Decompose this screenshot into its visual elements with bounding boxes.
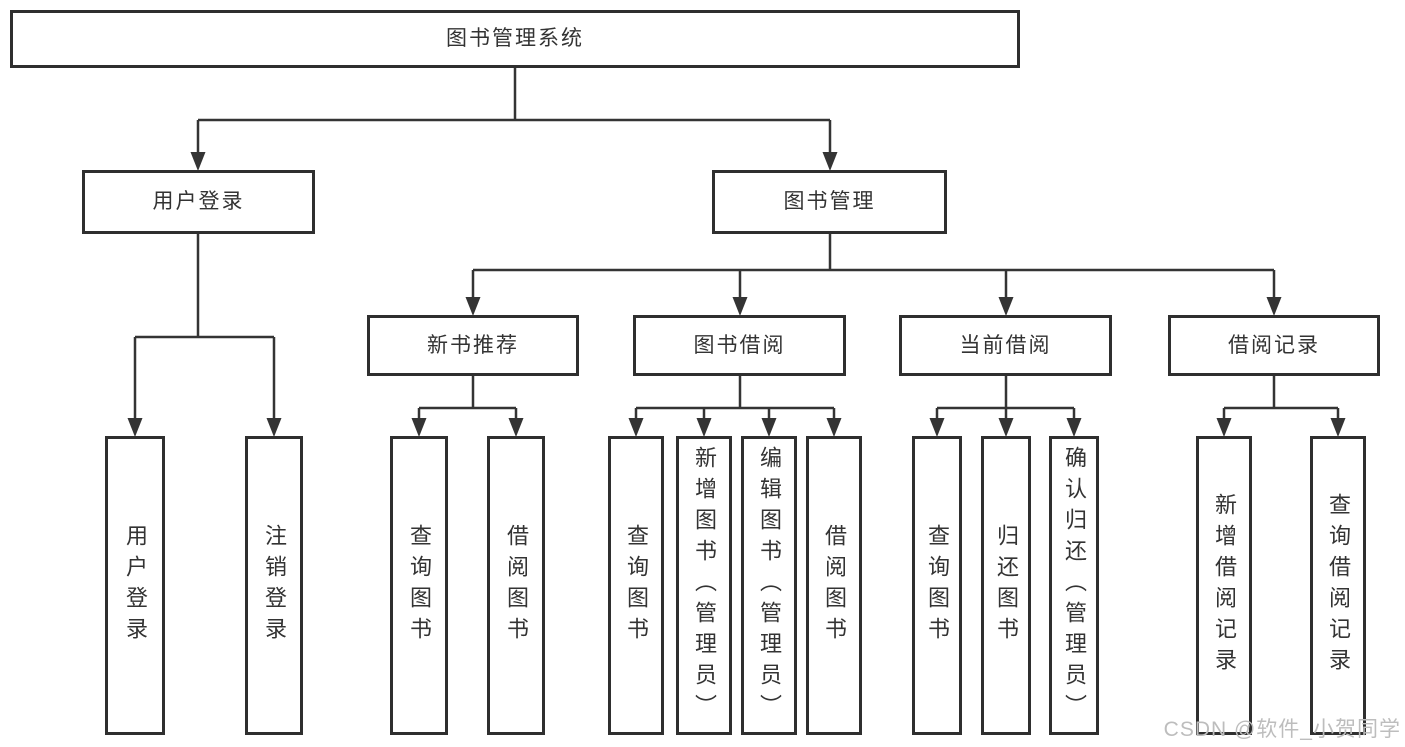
leaf-edit-book-admin: 编辑图书（管理员） <box>741 436 797 735</box>
node-current-borrowing: 当前借阅 <box>899 315 1112 376</box>
node-root: 图书管理系统 <box>10 10 1020 68</box>
leaf-add-borrow-record: 新增借阅记录 <box>1196 436 1252 735</box>
arrowheads <box>127 152 1346 437</box>
leaf-confirm-return-admin: 确认归还（管理员） <box>1049 436 1099 735</box>
node-new-book-recommendation: 新书推荐 <box>367 315 579 376</box>
leaf-return-books: 归还图书 <box>981 436 1031 735</box>
leaf-query-borrow-record: 查询借阅记录 <box>1310 436 1366 735</box>
node-book-management: 图书管理 <box>712 170 947 234</box>
leaf-borrow-books-borrowing: 借阅图书 <box>806 436 862 735</box>
leaf-query-books-current: 查询图书 <box>912 436 962 735</box>
watermark: CSDN @软件_小贺同学 <box>1163 718 1401 741</box>
leaf-logout: 注销登录 <box>245 436 303 735</box>
leaf-borrow-books-recommend: 借阅图书 <box>487 436 545 735</box>
leaf-add-book-admin: 新增图书（管理员） <box>676 436 732 735</box>
node-user-login: 用户登录 <box>82 170 315 234</box>
leaf-query-books-recommend: 查询图书 <box>390 436 448 735</box>
node-borrowing-records: 借阅记录 <box>1168 315 1380 376</box>
leaf-query-books-borrowing: 查询图书 <box>608 436 664 735</box>
leaf-user-login: 用户登录 <box>105 436 165 735</box>
node-book-borrowing: 图书借阅 <box>633 315 846 376</box>
